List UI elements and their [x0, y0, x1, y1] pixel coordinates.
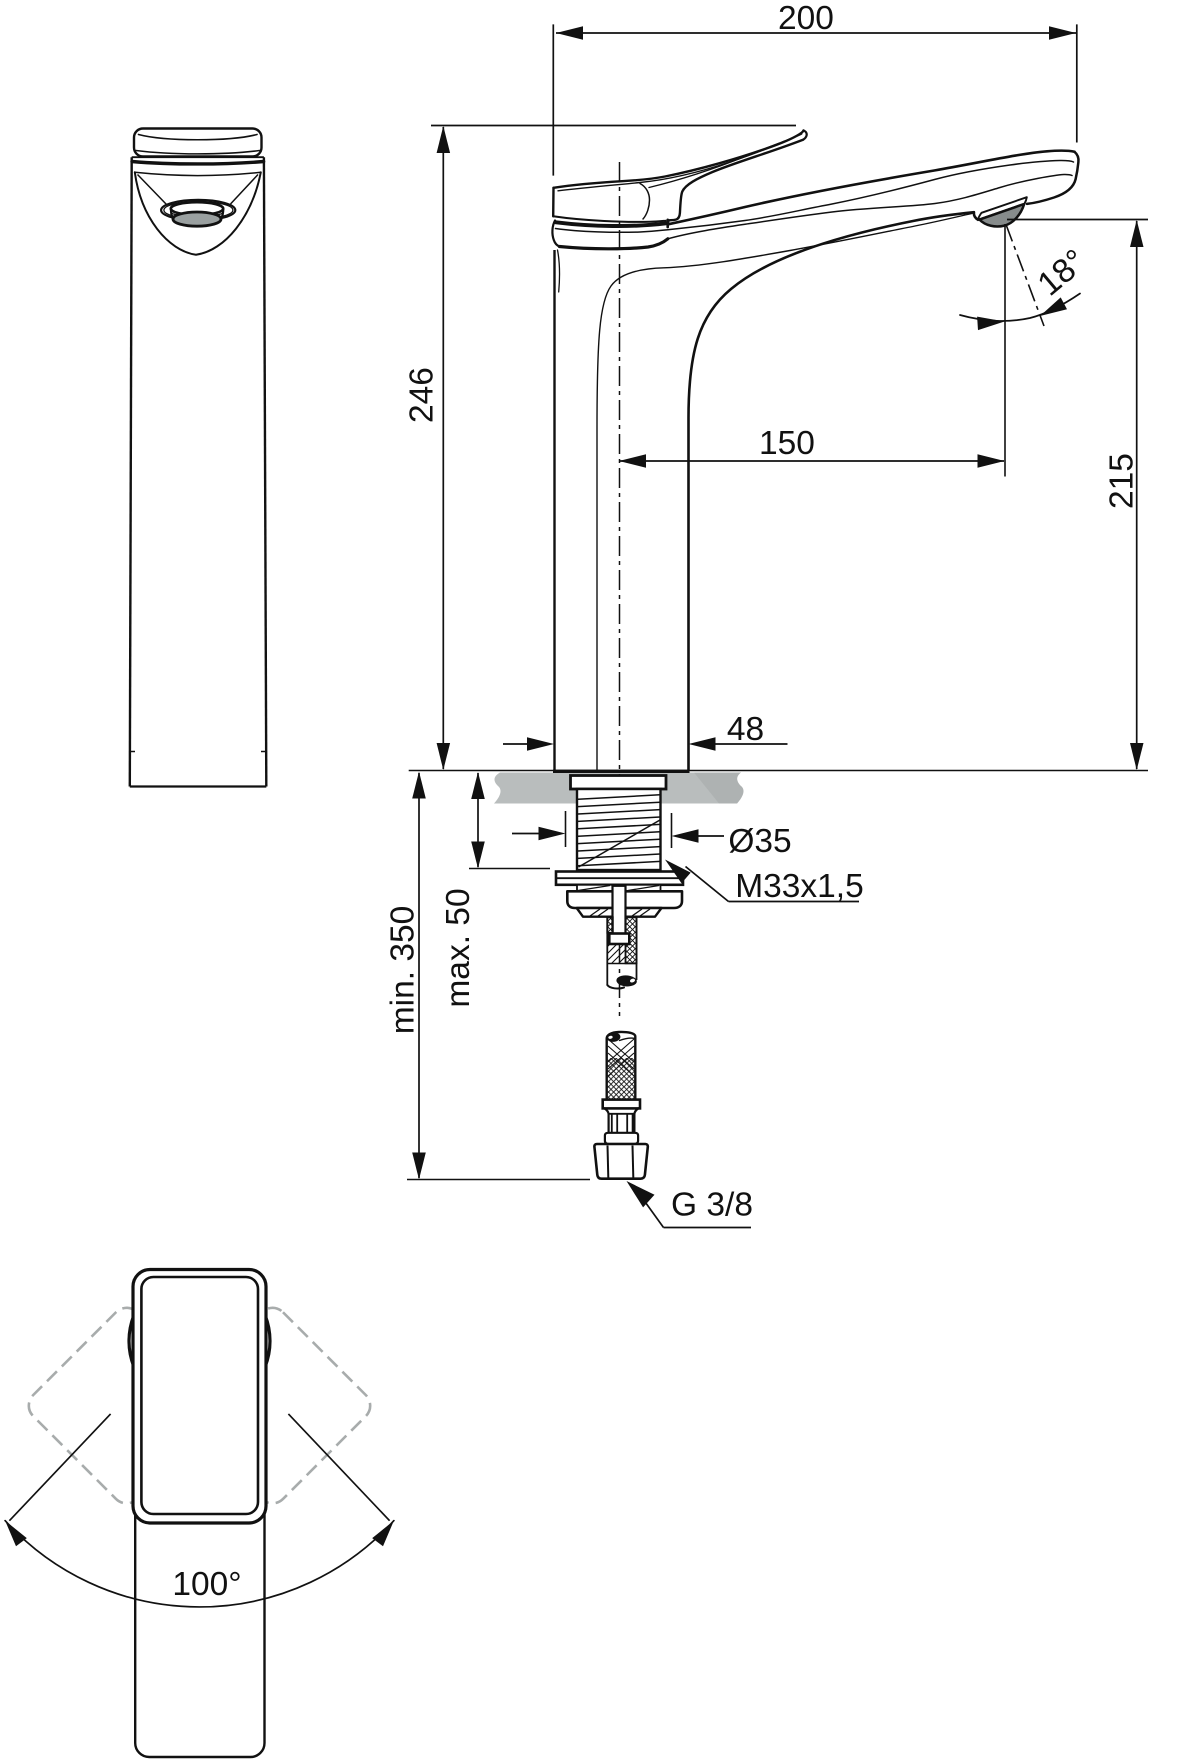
svg-text:Ø35: Ø35	[728, 823, 791, 860]
svg-text:200: 200	[778, 0, 834, 37]
svg-text:48: 48	[727, 711, 764, 748]
svg-text:max. 50: max. 50	[440, 888, 477, 1007]
svg-text:M33x1,5: M33x1,5	[735, 868, 864, 905]
svg-text:G 3/8: G 3/8	[671, 1187, 753, 1224]
svg-text:min. 350: min. 350	[385, 906, 422, 1035]
svg-text:215: 215	[1104, 453, 1141, 509]
svg-text:150: 150	[759, 425, 815, 462]
svg-text:246: 246	[404, 367, 441, 423]
svg-text:100°: 100°	[172, 1566, 241, 1603]
